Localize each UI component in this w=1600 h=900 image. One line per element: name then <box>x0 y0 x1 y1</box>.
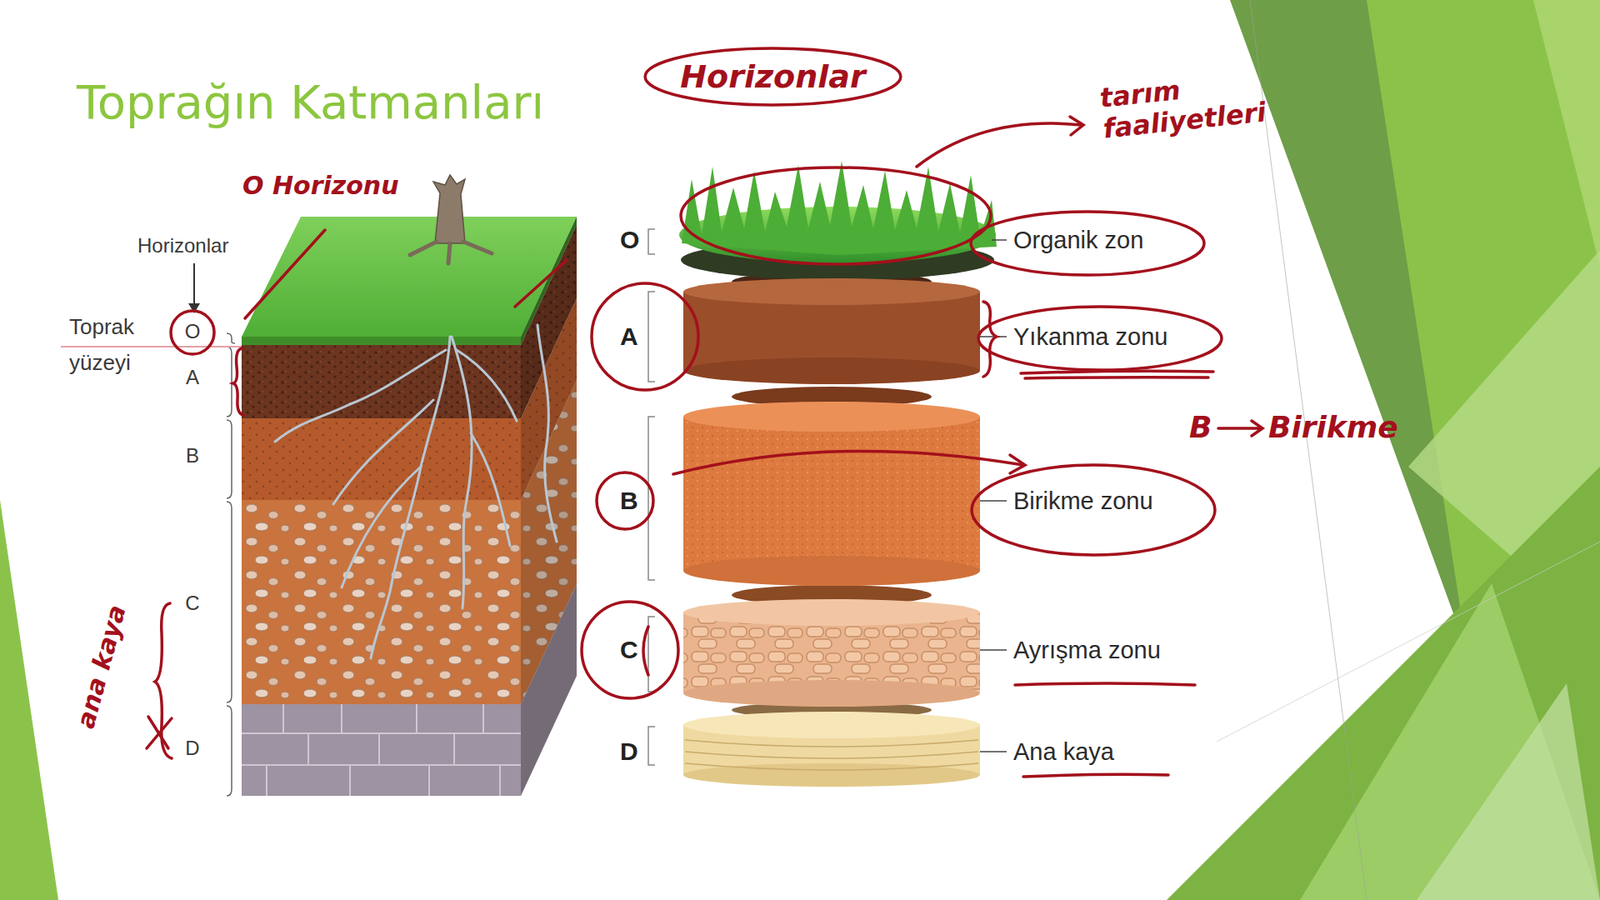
edge-stroke <box>245 230 325 319</box>
diagram-label: C <box>185 591 200 615</box>
arrow-mark <box>916 123 1082 167</box>
circle-mark <box>680 167 991 265</box>
soil-c <box>241 500 521 705</box>
diagram-label: Toprak yüzeyi <box>69 309 150 381</box>
disk-d-top <box>683 711 980 739</box>
roots <box>275 325 557 659</box>
disk-c <box>683 680 980 707</box>
rock-cracks <box>241 704 521 796</box>
disk-stack <box>679 160 997 787</box>
soil-layer: O Organik zon <box>608 163 1242 275</box>
soil-layer: D Ana kaya <box>608 714 1242 786</box>
ellipse-outline <box>645 48 901 105</box>
tree-stump <box>433 175 465 244</box>
annotation-ellipse: Horizonlar <box>642 45 904 108</box>
arrow-mark <box>673 450 1024 475</box>
surface-line <box>60 345 242 348</box>
edge-stroke <box>515 260 567 307</box>
bg-shape <box>1300 583 1600 900</box>
horizon-letter: C <box>620 635 639 665</box>
underline-mark <box>1023 774 1169 777</box>
circle-mark <box>170 310 215 355</box>
circle-mark <box>971 465 1215 555</box>
handwritten-note: Birikme <box>1268 410 1399 445</box>
circle-mark <box>581 601 679 699</box>
soil-a <box>241 345 521 419</box>
brace-mark <box>983 301 997 377</box>
circle-mark <box>970 211 1205 275</box>
side-shade <box>520 216 577 796</box>
disk-a-top <box>683 278 980 305</box>
cross-mark <box>146 716 172 749</box>
zone-label: Organik zon <box>1013 226 1144 255</box>
zone-label: Yıkanma zonu <box>1013 323 1168 351</box>
underline-mark <box>1015 683 1195 685</box>
stump-roots <box>410 241 492 264</box>
horizon-letter: D <box>620 737 639 766</box>
bg-shape <box>0 500 59 900</box>
arrowhead-mark <box>1010 455 1025 474</box>
disk-d-lines <box>685 740 979 770</box>
leader-lines <box>980 240 1007 752</box>
grass-edge <box>241 336 521 345</box>
circle-mark <box>591 283 699 390</box>
stroke-mark <box>643 626 649 675</box>
handwritten-heading: Horizonlar <box>680 58 865 95</box>
bg-line <box>1250 0 1367 900</box>
soil-layer: C Ayrışma zonu <box>608 601 1242 705</box>
disk-c-top <box>683 599 980 626</box>
disk-b <box>683 555 980 586</box>
grass-top <box>241 216 577 337</box>
circle-mark <box>596 472 654 530</box>
handwritten-note: ana kaya <box>71 601 133 731</box>
bg-shape <box>1416 683 1600 900</box>
diagram-label: Horizonlar <box>137 234 229 258</box>
arrow-mark <box>1218 420 1263 436</box>
diagram-label: B <box>185 444 200 468</box>
diagram-label: O <box>185 320 201 344</box>
bg-shape <box>1166 466 1600 900</box>
handwritten-marks <box>146 116 1263 777</box>
soil-b <box>241 418 521 500</box>
slide-title: Toprağın Katmanları <box>76 75 545 130</box>
horizon-letter: A <box>620 322 639 351</box>
bg-shape <box>1533 0 1600 267</box>
disk-b <box>683 416 980 571</box>
underline-mark <box>1020 370 1214 379</box>
zone-label: Birikme zonu <box>1013 487 1154 515</box>
horizon-letter: B <box>620 486 639 515</box>
zone-label: Ayrışma zonu <box>1013 636 1161 665</box>
horizon-letter: O <box>620 225 640 255</box>
grass-blades <box>681 160 997 255</box>
brace-mark <box>233 348 244 415</box>
zone-label: Ana kaya <box>1013 738 1115 766</box>
soil-layer: B Birikme zonu <box>608 403 1242 582</box>
soil-layer: A Yıkanma zonu <box>608 280 1242 383</box>
soil-d <box>241 704 521 796</box>
bg-line <box>1216 541 1600 742</box>
arrowhead-mark <box>1070 116 1084 135</box>
handwritten-note: B <box>1189 410 1212 445</box>
soil-block <box>241 175 577 796</box>
horizon-brackets <box>226 333 235 796</box>
diagram-label: A <box>185 365 200 390</box>
pointer-arrow <box>193 263 195 307</box>
diagram-label: D <box>185 736 200 760</box>
disk-b-top <box>683 401 980 432</box>
disk-a <box>683 357 980 385</box>
handwritten-note: O Horizonu <box>242 171 400 201</box>
circle-mark <box>978 306 1222 370</box>
